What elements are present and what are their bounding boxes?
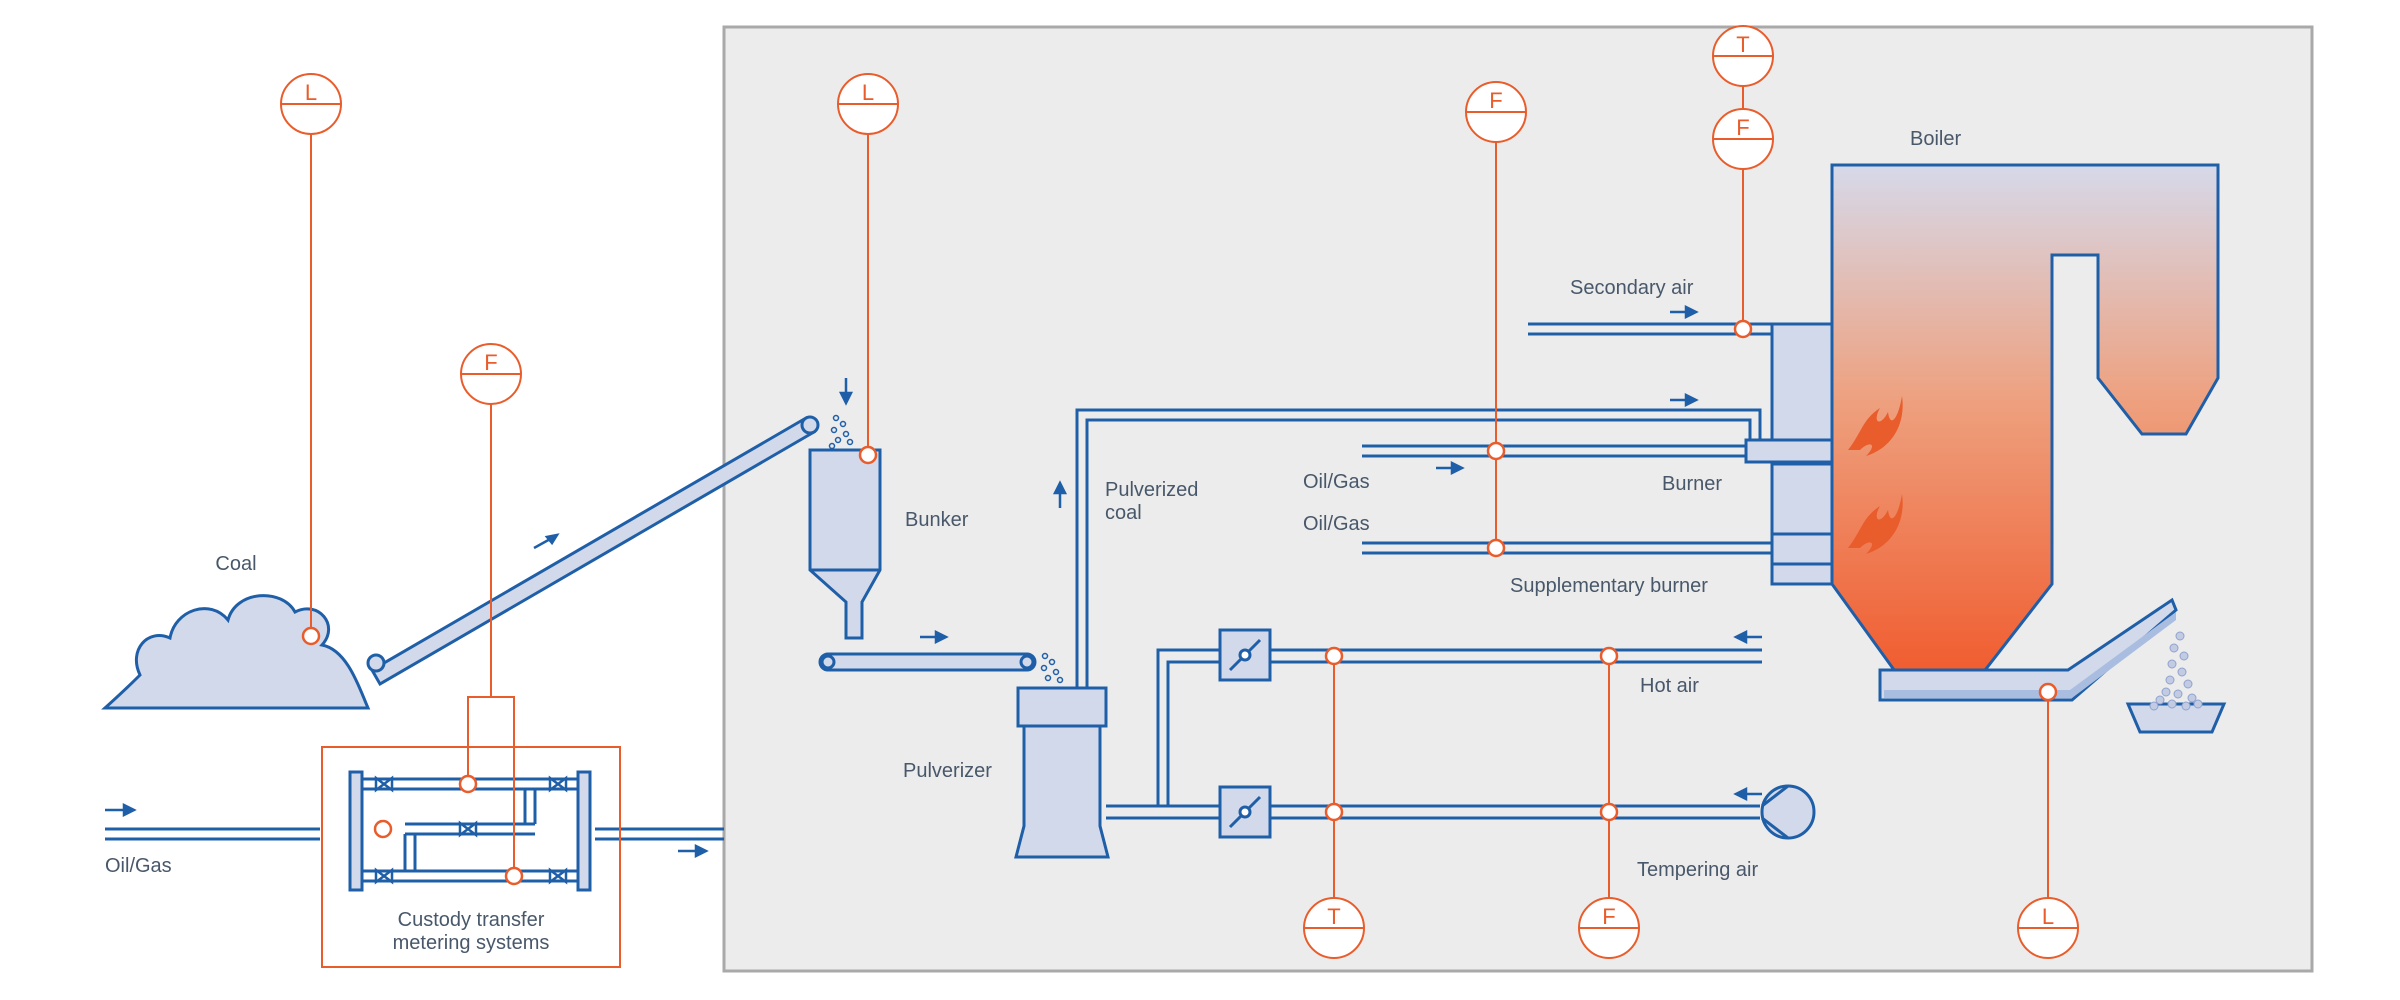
- flow-arrow-icon: [105, 802, 709, 859]
- windbox: [1744, 322, 1834, 586]
- sensor-taps: [301, 319, 2058, 886]
- flow-arrow-icon: [1436, 304, 1699, 476]
- pulverized-coal-pipe: [1075, 408, 1762, 688]
- label-pulverized-line1: Pulverized: [1105, 479, 1198, 501]
- ash-conveyor: [1878, 597, 2178, 702]
- coal-pile: [101, 594, 371, 710]
- fan-icon: [1760, 784, 1816, 840]
- label-tempering-air: Tempering air: [1637, 859, 1759, 881]
- label-pulverizer: Pulverizer: [903, 760, 992, 782]
- flow-arrow-icon: [838, 378, 854, 406]
- instrument-lines: [310, 80, 2049, 898]
- ash-particles: [2149, 631, 2203, 711]
- instrument-custody-flow[interactable]: F: [460, 343, 522, 405]
- instrument-secondary-air-flow[interactable]: F: [1712, 108, 1774, 170]
- inclined-conveyor: [366, 415, 820, 687]
- label-custody-line2: metering systems: [393, 932, 550, 954]
- instrument-air-temperature[interactable]: T: [1303, 897, 1365, 959]
- instrument-oil-gas-flow[interactable]: F: [1465, 81, 1527, 143]
- coal-particles: [828, 414, 854, 450]
- damper-icon: [1218, 785, 1272, 839]
- label-custody-line1: Custody transfer: [398, 909, 545, 931]
- label-secondary-air: Secondary air: [1570, 277, 1694, 299]
- air-lines: [1106, 648, 1762, 820]
- damper-icon: [1218, 628, 1272, 682]
- label-oil-gas-lower: Oil/Gas: [1303, 513, 1370, 535]
- instrument-letter: L: [2042, 904, 2054, 929]
- instrument-coal-level[interactable]: L: [280, 73, 342, 135]
- flow-arrow-icon: [1733, 629, 1762, 802]
- instrument-letter: T: [1736, 32, 1749, 57]
- coal-particles: [1040, 652, 1064, 684]
- instrument-letter: F: [1736, 115, 1749, 140]
- instrument-letter: T: [1327, 904, 1340, 929]
- instrument-letter: F: [1489, 88, 1502, 113]
- instrument-letter: L: [305, 80, 317, 105]
- flow-arrow-icon: [533, 533, 560, 550]
- bunker: [808, 448, 882, 640]
- oil-gas-inlet-pipe: [105, 827, 724, 841]
- feeder-conveyor: [818, 652, 1037, 672]
- flow-arrow-icon: [920, 629, 949, 645]
- label-supplementary-burner: Supplementary burner: [1510, 575, 1708, 597]
- label-burner: Burner: [1662, 473, 1722, 495]
- label-bunker: Bunker: [905, 509, 969, 531]
- instrument-air-flow[interactable]: F: [1578, 897, 1640, 959]
- instrument-bunker-level[interactable]: L: [837, 73, 899, 135]
- instrument-letter: F: [1602, 904, 1615, 929]
- flow-arrow-icon: [1052, 392, 1699, 508]
- instrument-letter: F: [484, 350, 497, 375]
- label-oil-gas-upper: Oil/Gas: [1303, 471, 1370, 493]
- instrument-ash-level[interactable]: L: [2017, 897, 2079, 959]
- label-oil-gas-inlet: Oil/Gas: [105, 855, 172, 877]
- label-coal: Coal: [215, 553, 256, 575]
- label-boiler: Boiler: [1910, 128, 1961, 150]
- ash-bin: [2125, 702, 2227, 734]
- custody-transfer-box: [321, 746, 621, 968]
- instrument-letter: L: [862, 80, 874, 105]
- flame-icon: [1848, 396, 1903, 554]
- label-pulverized-line2: coal: [1105, 502, 1142, 524]
- label-hot-air: Hot air: [1640, 675, 1699, 697]
- valve-icon: [374, 775, 568, 885]
- pulverizer: [1014, 686, 1110, 859]
- instrument-secondary-air-temperature[interactable]: T: [1712, 25, 1774, 87]
